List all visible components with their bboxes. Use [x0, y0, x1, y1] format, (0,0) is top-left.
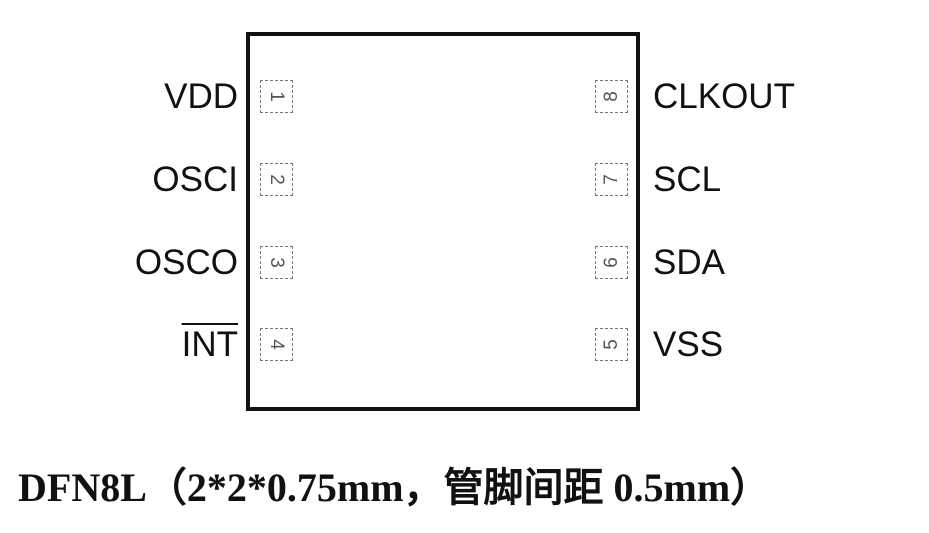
pin-pad-4: [260, 328, 293, 361]
pin-label-4: INT: [181, 325, 238, 364]
pin-label-8: CLKOUT: [653, 77, 795, 116]
pin-pad-1: [260, 80, 293, 113]
pin-label-1: VDD: [164, 77, 238, 116]
pin-number-8: 8: [601, 91, 622, 102]
pin-number-7: 7: [601, 174, 622, 185]
pin-pad-2: [260, 163, 293, 196]
pin-pad-6: [595, 246, 628, 279]
pin-number-1: 1: [266, 91, 287, 102]
package-body: [246, 32, 640, 411]
pin-number-2: 2: [266, 174, 287, 185]
pin-pad-8: [595, 80, 628, 113]
pin-label-7: SCL: [653, 160, 722, 199]
pin-number-4: 4: [266, 339, 287, 350]
pin-pad-7: [595, 163, 628, 196]
pin-number-6: 6: [601, 257, 622, 268]
pin-number-3: 3: [266, 257, 287, 268]
pin-pad-3: [260, 246, 293, 279]
package-caption: DFN8L（2*2*0.75mm，管脚间距 0.5mm）: [18, 465, 771, 510]
pin-label-2: OSCI: [152, 160, 238, 199]
pin-label-6: SDA: [653, 243, 725, 282]
pin-pad-5: [595, 328, 628, 361]
pin-label-3: OSCO: [134, 243, 238, 282]
pin-number-5: 5: [601, 339, 622, 350]
pin-label-5: VSS: [653, 325, 724, 364]
